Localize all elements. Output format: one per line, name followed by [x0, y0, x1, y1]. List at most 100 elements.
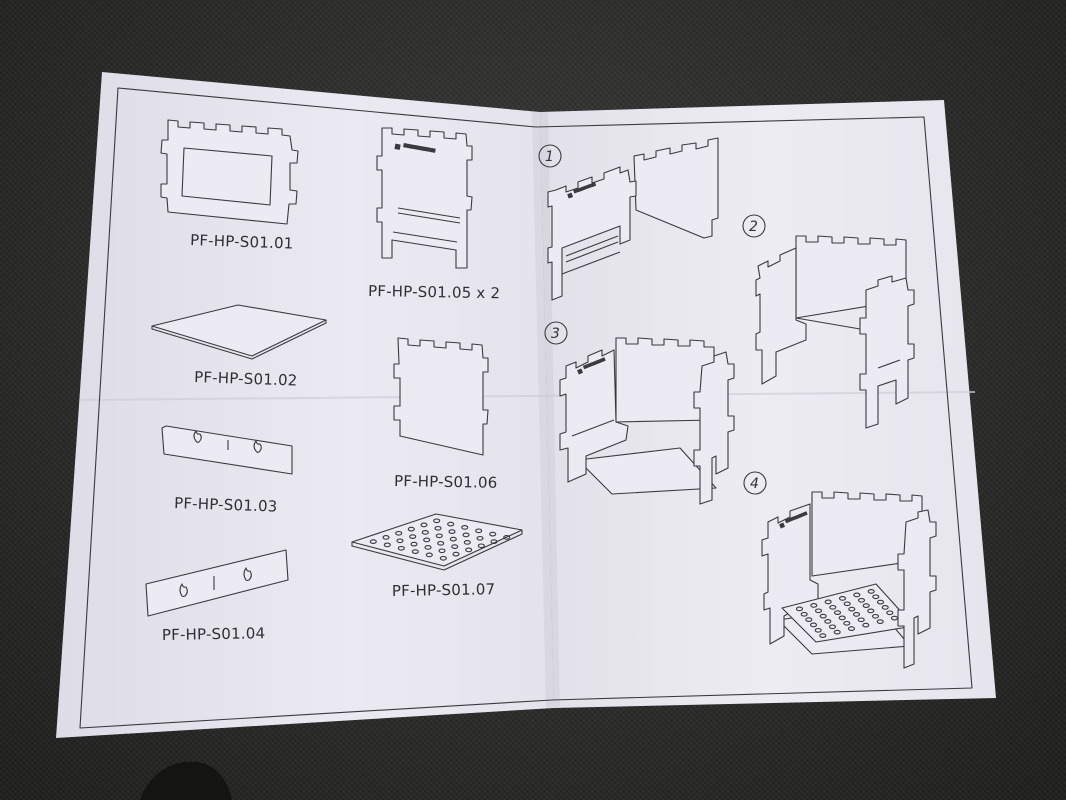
grate-hole — [489, 531, 497, 537]
grate-hole — [862, 622, 870, 628]
part-label-06: PF-HP-S01.06 — [394, 472, 498, 492]
part-label-05: PF-HP-S01.05 x 2 — [368, 282, 500, 302]
step-3-number: 3 — [544, 321, 568, 345]
grate-hole — [829, 604, 837, 610]
grate-hole — [843, 601, 851, 607]
grate-hole — [838, 615, 846, 621]
grate-hole — [810, 603, 818, 608]
part-label-01: PF-HP-S01.01 — [190, 231, 294, 253]
grate-hole — [407, 526, 415, 532]
grate-hole — [857, 617, 865, 623]
grate-hole — [421, 530, 429, 535]
grate-hole — [475, 528, 483, 534]
grate-hole — [824, 599, 832, 605]
part-02-drawing — [151, 304, 327, 360]
foreground-object — [140, 761, 232, 800]
grate-hole — [886, 610, 894, 616]
grate-hole — [814, 608, 823, 614]
grate-hole — [423, 537, 431, 543]
grate-hole — [409, 534, 417, 539]
grate-hole — [852, 612, 861, 617]
step-4-drawing: ■ ▀▀▀▀▀ — [761, 491, 937, 669]
part-label-04: PF-HP-S01.04 — [162, 624, 266, 644]
step-1-drawing: ■ ▀▀▀▀▀ — [547, 137, 719, 301]
grate-hole — [465, 547, 473, 553]
part-04-drawing — [145, 549, 289, 617]
grate-hole — [503, 535, 511, 540]
grate-hole — [383, 542, 391, 548]
page-border-right — [535, 116, 973, 701]
grate-hole — [795, 606, 804, 612]
grate-hole — [819, 633, 827, 638]
grate-hole — [411, 549, 419, 554]
grate-hole — [872, 594, 880, 600]
part-06-drawing — [393, 337, 489, 456]
grate-hole — [462, 532, 470, 538]
svg-text:3: 3 — [551, 326, 560, 342]
grate-hole — [853, 592, 861, 598]
grate-hole — [833, 629, 841, 635]
grate-hole — [369, 539, 377, 544]
grate-hole — [871, 613, 880, 619]
part-05-drawing: ■ ▀▀▀▀▀▀ — [376, 127, 473, 269]
grate-hole — [434, 525, 442, 531]
grate-hole — [848, 606, 856, 612]
paper-crease — [79, 391, 976, 401]
grate-hole — [461, 525, 469, 530]
grate-hole — [420, 522, 428, 528]
step-2-number: 2 — [742, 214, 766, 238]
grate-hole — [824, 619, 832, 624]
grate-hole — [800, 611, 808, 617]
grate-hole — [382, 535, 390, 540]
grate-hole — [814, 627, 822, 633]
grate-hole — [876, 619, 884, 624]
grate-hole — [396, 538, 404, 544]
grate-hole — [838, 596, 847, 601]
part-label-07: PF-HP-S01.07 — [392, 580, 496, 600]
grate-hole — [452, 551, 460, 557]
flame-icon — [253, 440, 262, 453]
grate-hole — [476, 535, 484, 541]
grate-hole — [425, 552, 433, 558]
grate-hole — [449, 536, 457, 542]
step-3-drawing: ■ ▀▀▀▀▀ — [559, 337, 735, 505]
grate-hole — [857, 597, 866, 603]
grate-hole — [438, 548, 446, 554]
grate-hole — [410, 541, 418, 547]
grate-hole — [447, 521, 455, 527]
grate-hole — [867, 589, 875, 594]
grate-hole — [395, 530, 403, 536]
grate-hole — [439, 555, 447, 561]
grate-hole — [862, 603, 870, 608]
svg-text:2: 2 — [749, 219, 758, 235]
flame-icon — [193, 430, 202, 443]
svg-text:1: 1 — [545, 149, 554, 165]
grate-hole — [809, 622, 818, 628]
grate-hole — [833, 610, 842, 615]
step-4-number: 4 — [743, 471, 767, 495]
grate-hole — [437, 540, 445, 546]
paper-fold — [532, 112, 560, 708]
svg-text:4: 4 — [750, 476, 759, 492]
grate-hole — [451, 544, 459, 549]
part-01-drawing — [160, 119, 299, 225]
part-03-drawing — [161, 425, 293, 475]
part-label-02: PF-HP-S01.02 — [194, 368, 298, 390]
flame-icon — [243, 567, 252, 582]
grate-hole — [828, 624, 837, 630]
grate-hole — [876, 599, 885, 605]
grate-hole — [477, 543, 485, 549]
grate-hole — [448, 529, 456, 534]
grate-hole — [433, 518, 441, 524]
grate-hole — [490, 539, 498, 544]
part-07-drawing — [351, 513, 523, 571]
grate-hole — [463, 540, 471, 545]
grate-hole — [397, 545, 405, 551]
grate-hole — [867, 608, 875, 614]
part-label-03: PF-HP-S01.03 — [174, 494, 278, 516]
grate-hole — [881, 605, 889, 610]
grate-hole — [847, 626, 856, 631]
grate-holes — [369, 518, 511, 561]
grate-hole — [435, 533, 443, 539]
